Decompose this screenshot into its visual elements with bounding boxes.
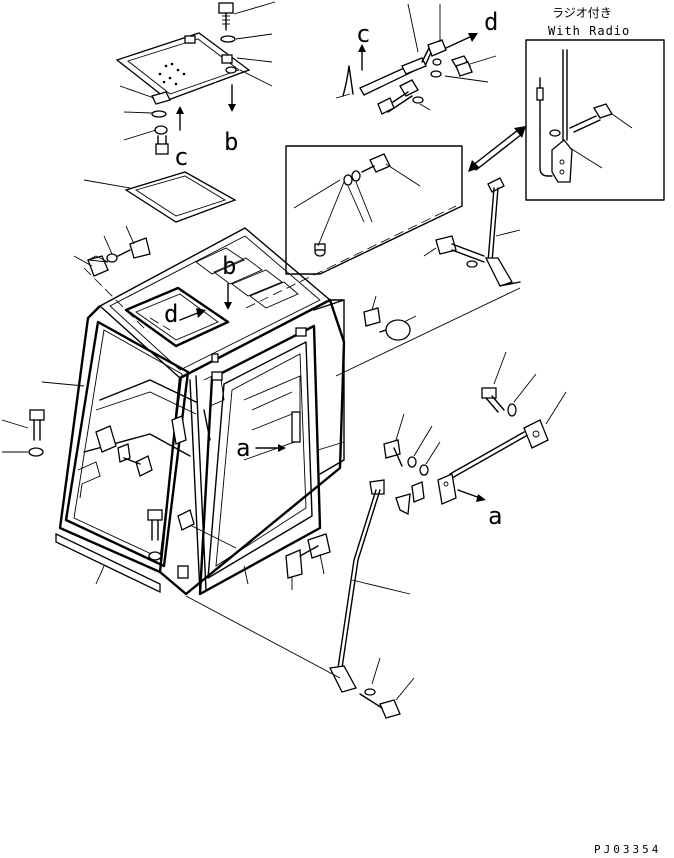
frame-nut [123, 455, 153, 477]
door-latch-assembly [449, 351, 567, 479]
drawing-code: PJ03354 [594, 843, 661, 856]
top-hatch-assembly: c b [115, 1, 276, 171]
callout-a-left: a [236, 434, 250, 462]
left-loose-parts [1, 225, 151, 585]
inset-frame [525, 39, 665, 201]
callout-b-roof: b [222, 252, 236, 280]
antenna-bracket [551, 139, 573, 183]
bottom-rail [55, 532, 161, 594]
roof-ribs [195, 247, 299, 309]
detail-bolt [361, 153, 391, 173]
hatch-washer-top [220, 35, 236, 43]
inset-title-jp: ラジオ付き [552, 6, 612, 20]
hatch-bolt-lower [155, 135, 169, 155]
lower-grab-rod [329, 479, 415, 719]
antenna-bolt [569, 103, 613, 133]
cab-body: b d [55, 205, 457, 596]
callout-d-top: d [484, 8, 498, 36]
stay-bolt-right [451, 55, 473, 77]
reference-arrow [468, 126, 526, 172]
rubber-block [87, 255, 109, 277]
callout-a-right: a [488, 502, 502, 530]
callout-c-top: c [356, 20, 370, 48]
left-washer [28, 447, 44, 457]
callout-d-roof: d [164, 300, 178, 328]
front-window-frame [64, 320, 190, 568]
hatch-washer-lower [151, 110, 167, 118]
hatch-plate-rivets [158, 62, 186, 86]
callout-c-hatch: c [174, 143, 188, 171]
striker-plate [395, 473, 457, 516]
door-hinge-parts [243, 533, 331, 590]
floor-bolt [147, 509, 163, 561]
hinge-bracket [184, 35, 196, 44]
hatch-plate [115, 32, 251, 101]
stay-bolt-lower [377, 79, 419, 115]
grip-knob [379, 315, 417, 341]
stay-bracket [427, 39, 447, 57]
hatch-seal-frame [83, 171, 237, 223]
left-bolt [29, 409, 45, 441]
right-loose-parts: a [363, 295, 567, 530]
callout-b-hatch: b [224, 128, 238, 156]
hatch-bolt-top [218, 2, 234, 31]
lower-rod-bolt [359, 693, 401, 719]
hatch-stay-assembly: c d [335, 3, 498, 115]
spring-clip [342, 65, 354, 97]
door-bolt-set [383, 413, 441, 476]
detail-box [285, 145, 463, 275]
inset-title-en: With Radio [548, 24, 630, 38]
radio-inset: ラジオ付き With Radio [525, 6, 665, 201]
door-opening [198, 324, 322, 596]
upper-stay-rod [423, 177, 521, 287]
roof-hatch-opening [124, 286, 230, 348]
